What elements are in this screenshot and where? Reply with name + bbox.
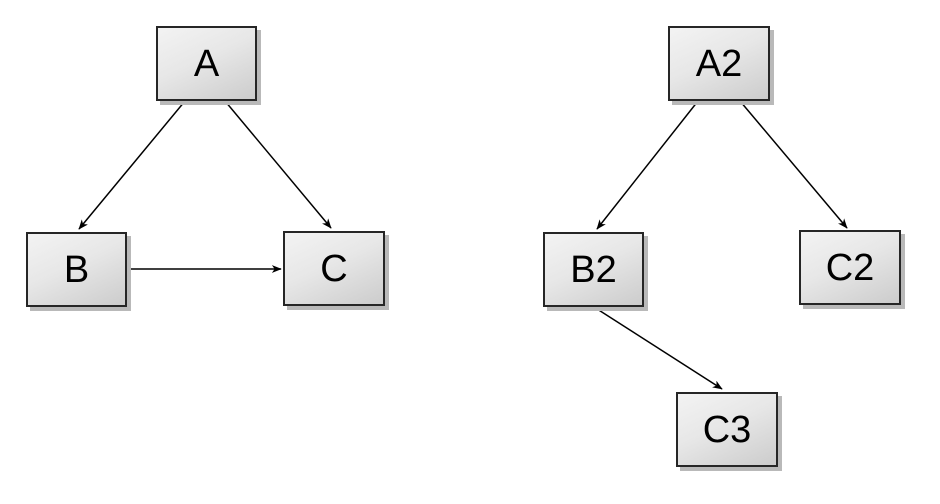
node-label: C2 (825, 246, 875, 289)
node-label: C3 (702, 408, 752, 451)
node-label: C (320, 247, 348, 290)
node-C3[interactable]: C3 (676, 392, 778, 467)
node-label: A (193, 42, 220, 85)
node-A[interactable]: A (156, 26, 257, 101)
node-label: A2 (695, 42, 743, 85)
node-label: B2 (570, 248, 617, 291)
edge-A-C[interactable] (224, 100, 332, 229)
node-C2[interactable]: C2 (799, 230, 901, 305)
edge-A2-B2[interactable] (596, 100, 699, 230)
node-B[interactable]: B (26, 232, 127, 307)
node-label: B (63, 248, 90, 291)
node-C[interactable]: C (283, 231, 385, 306)
edge-A-B[interactable] (78, 100, 186, 230)
node-A2[interactable]: A2 (668, 26, 770, 101)
edge-A2-C2[interactable] (739, 100, 848, 229)
node-B2[interactable]: B2 (543, 232, 644, 307)
edge-B2-C3[interactable] (593, 306, 723, 390)
